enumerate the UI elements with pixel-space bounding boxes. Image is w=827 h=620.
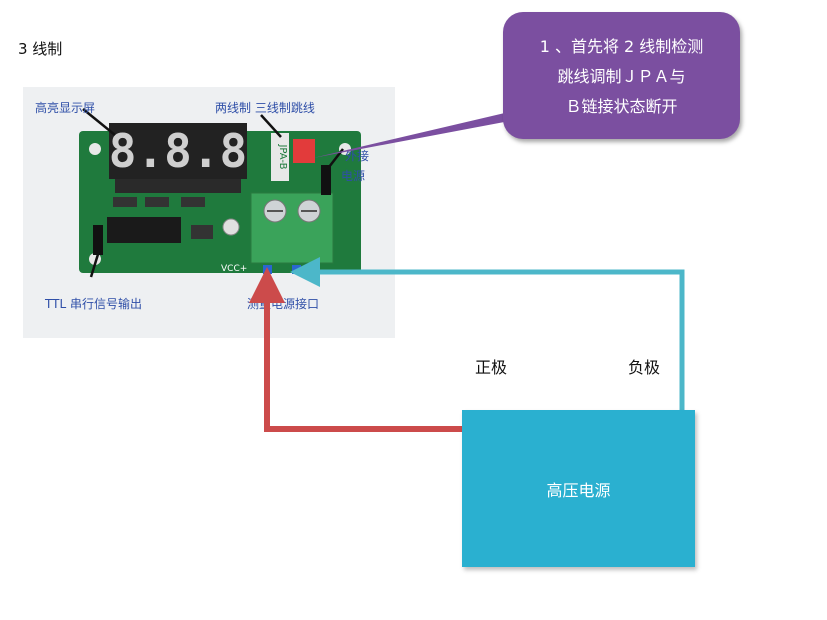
vcc-marking: VCC+ [221,264,247,274]
jumper-cap [293,139,315,163]
label-power-top: 外接 [345,149,370,163]
page-title: 3 线制 [18,40,63,58]
label-jumper: 两线制 三线制跳线 [215,101,315,115]
callout-pointer [313,100,560,158]
positive-label: 正极 [475,358,508,377]
negative-label: 负极 [628,358,661,377]
led-display [109,123,247,179]
positive-wire [249,267,462,432]
ic-chip [107,217,181,243]
callout-line-2: 跳线调制ＪＰＡ与 [557,67,686,86]
label-display: 高亮显示屏 [35,101,96,115]
board-photo: 8.8.8 JPA-B VCC+ [23,87,395,338]
callout-line-3: Ｂ链接状态断开 [565,97,678,116]
negative-wire [290,257,685,410]
high-voltage-psu: 高压电源 [462,410,695,567]
jumper-marking: JPA-B [277,143,288,169]
terminal-block [250,192,334,264]
callout-line-1: 1 、首先将 2 线制检测 [539,37,704,56]
display-digits: 8.8.8 [109,124,247,178]
pcb-illustration: 8.8.8 JPA-B VCC+ [79,108,361,293]
label-ttl: TTL 串行信号输出 [45,297,142,311]
instruction-callout: 1 、首先将 2 线制检测 跳线调制ＪＰＡ与 Ｂ链接状态断开 [503,12,740,139]
psu-label: 高压电源 [546,480,611,500]
label-power-bottom: 电源 [341,169,366,183]
